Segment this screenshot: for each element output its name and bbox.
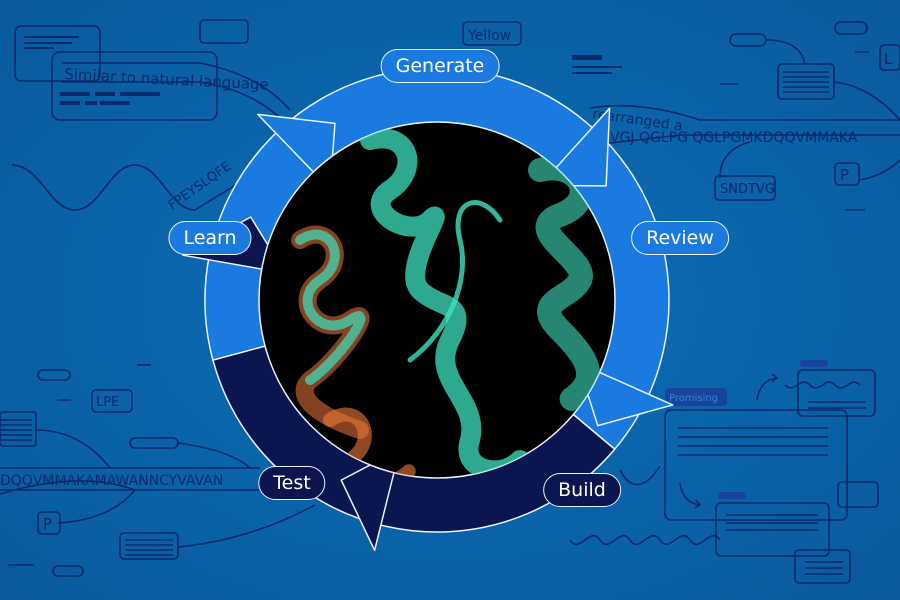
tag-p: P xyxy=(43,515,52,533)
speech-bubble-small xyxy=(199,19,249,44)
sequence-text-right: VGJ QGLPG QGLPGMKDQQVMMAKA xyxy=(610,130,858,146)
tag-yellow: Yellow xyxy=(467,28,511,44)
stage-generate[interactable]: Generate xyxy=(380,49,500,83)
stage-test[interactable]: Test xyxy=(258,466,326,500)
tag-sndtvg: SNDTVG xyxy=(720,182,775,197)
document-box xyxy=(777,63,835,100)
tag-p: P xyxy=(840,166,849,184)
tag-l: L xyxy=(884,50,893,68)
tag-promising: Promising xyxy=(669,393,718,404)
sequence-text-left: DQQVMMAKAMAWANNCYVAVAN xyxy=(0,473,223,489)
stage-build[interactable]: Build xyxy=(543,473,621,507)
stage-learn[interactable]: Learn xyxy=(168,221,252,255)
speech-bubble xyxy=(14,25,101,82)
stage-review[interactable]: Review xyxy=(631,221,729,255)
tag-lpe: LPE xyxy=(96,395,119,410)
